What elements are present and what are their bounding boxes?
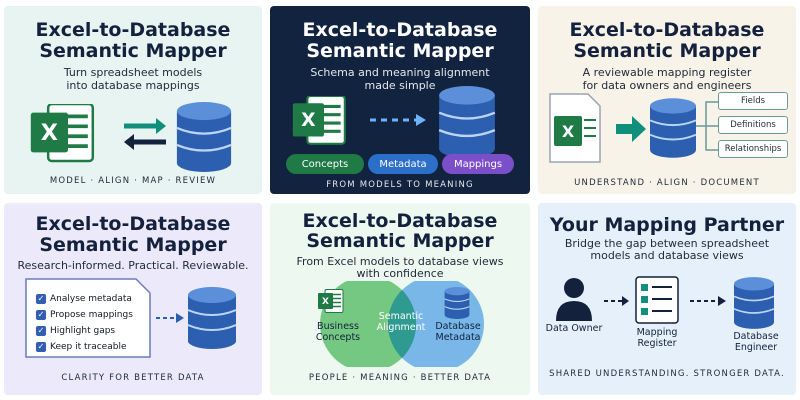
card-title-line1: Excel-to-Database	[302, 210, 498, 232]
dashed-arrow-icon	[370, 114, 426, 126]
card-subtitle-line1: Bridge the gap between spreadsheet	[564, 237, 770, 250]
connector-lines	[696, 101, 718, 151]
excel-icon-letter: X	[41, 120, 58, 146]
box-definitions: Definitions	[718, 116, 788, 134]
card-title-line2: Semantic Mapper	[573, 40, 761, 62]
database-icon	[734, 277, 774, 329]
card-footer: UNDERSTAND · ALIGN · DOCUMENT	[574, 178, 760, 188]
card-title-line2: Semantic Mapper	[306, 230, 494, 252]
pill-mappings: Mappings	[442, 154, 514, 174]
database-icon	[176, 102, 232, 172]
card-title-line2: Semantic Mapper	[39, 234, 227, 256]
checklist-item: ✓Highlight gaps	[36, 326, 116, 336]
card-title-line1: Excel-to-Database	[569, 19, 765, 41]
card-title: Your Mapping Partner	[549, 214, 785, 236]
card-footer: SHARED UNDERSTANDING. STRONGER DATA.	[549, 369, 785, 379]
card-footer: PEOPLE · MEANING · BETTER DATA	[308, 373, 492, 383]
checklist-document	[25, 278, 151, 358]
card-mapping-partner: Your Mapping Partner Bridge the gap betw…	[538, 203, 796, 395]
excel-icon: X	[28, 104, 95, 163]
dashed-arrow-icon	[690, 296, 726, 306]
check-icon: ✓	[36, 294, 46, 304]
swap-arrows-icon	[124, 118, 166, 150]
card-subtitle-line1: Schema and meaning alignment	[310, 66, 490, 79]
pill-concepts: Concepts	[286, 154, 364, 174]
check-icon: ✓	[36, 326, 46, 336]
checklist-item: ✓Analyse metadata	[36, 294, 132, 304]
card-title-line1: Excel-to-Database	[35, 213, 231, 235]
card-footer: CLARITY FOR BETTER DATA	[61, 373, 205, 383]
card-research-informed: Excel-to-Database Semantic Mapper Resear…	[4, 203, 262, 395]
card-subtitle-line2: into database mappings	[66, 79, 200, 92]
database-icon	[650, 98, 696, 158]
excel-document-icon: X	[549, 93, 601, 163]
card-title-line1: Excel-to-Database	[35, 19, 231, 41]
register-document-icon	[635, 276, 679, 324]
card-semantic-alignment: Excel-to-Database Semantic Mapper From E…	[270, 203, 530, 395]
check-icon: ✓	[36, 310, 46, 320]
excel-icon: X	[318, 289, 344, 314]
card-title-line2: Semantic Mapper	[39, 40, 227, 62]
card-subtitle-line2: with confidence	[356, 267, 444, 280]
pill-metadata: Metadata	[368, 154, 438, 174]
card-subtitle-line2: made simple	[364, 79, 436, 92]
dashed-arrow-icon	[604, 296, 629, 306]
person-icon	[556, 278, 592, 321]
excel-icon-letter: X	[301, 110, 316, 131]
card-subtitle-line1: A reviewable mapping register	[582, 66, 752, 79]
excel-icon: X	[291, 96, 347, 146]
card-schema-alignment: Excel-to-Database Semantic Mapper Schema…	[270, 6, 530, 194]
box-relationships: Relationships	[718, 140, 788, 158]
database-icon	[188, 287, 236, 349]
card-footer: FROM MODELS TO MEANING	[326, 180, 474, 190]
data-owner-label: Data Owner	[545, 323, 603, 334]
card-title-line2: Semantic Mapper	[306, 40, 494, 62]
box-fields: Fields	[718, 92, 788, 110]
arrow-right-icon	[616, 116, 646, 142]
excel-icon-letter: X	[562, 122, 575, 141]
card-subtitle-line2: for data owners and engineers	[582, 79, 752, 92]
check-icon: ✓	[36, 342, 46, 352]
card-subtitle-line2: models and database views	[590, 249, 744, 262]
checklist-item: ✓Propose mappings	[36, 310, 133, 320]
card-model-align: Excel-to-Database Semantic Mapper Turn s…	[4, 6, 262, 194]
card-title-line1: Excel-to-Database	[302, 19, 498, 41]
card-subtitle: Research-informed. Practical. Reviewable…	[17, 259, 249, 272]
database-icon	[444, 287, 470, 319]
card-mapping-register: Excel-to-Database Semantic Mapper A revi…	[538, 6, 796, 194]
excel-icon-letter: X	[322, 297, 329, 307]
card-footer: MODEL · ALIGN · MAP · REVIEW	[49, 176, 217, 186]
database-icon	[438, 86, 496, 158]
checklist-item: ✓Keep it traceable	[36, 342, 127, 352]
dashed-arrow-icon	[156, 313, 184, 323]
card-subtitle-line1: From Excel models to database views	[296, 255, 504, 268]
card-subtitle-line1: Turn spreadsheet models	[63, 66, 203, 79]
